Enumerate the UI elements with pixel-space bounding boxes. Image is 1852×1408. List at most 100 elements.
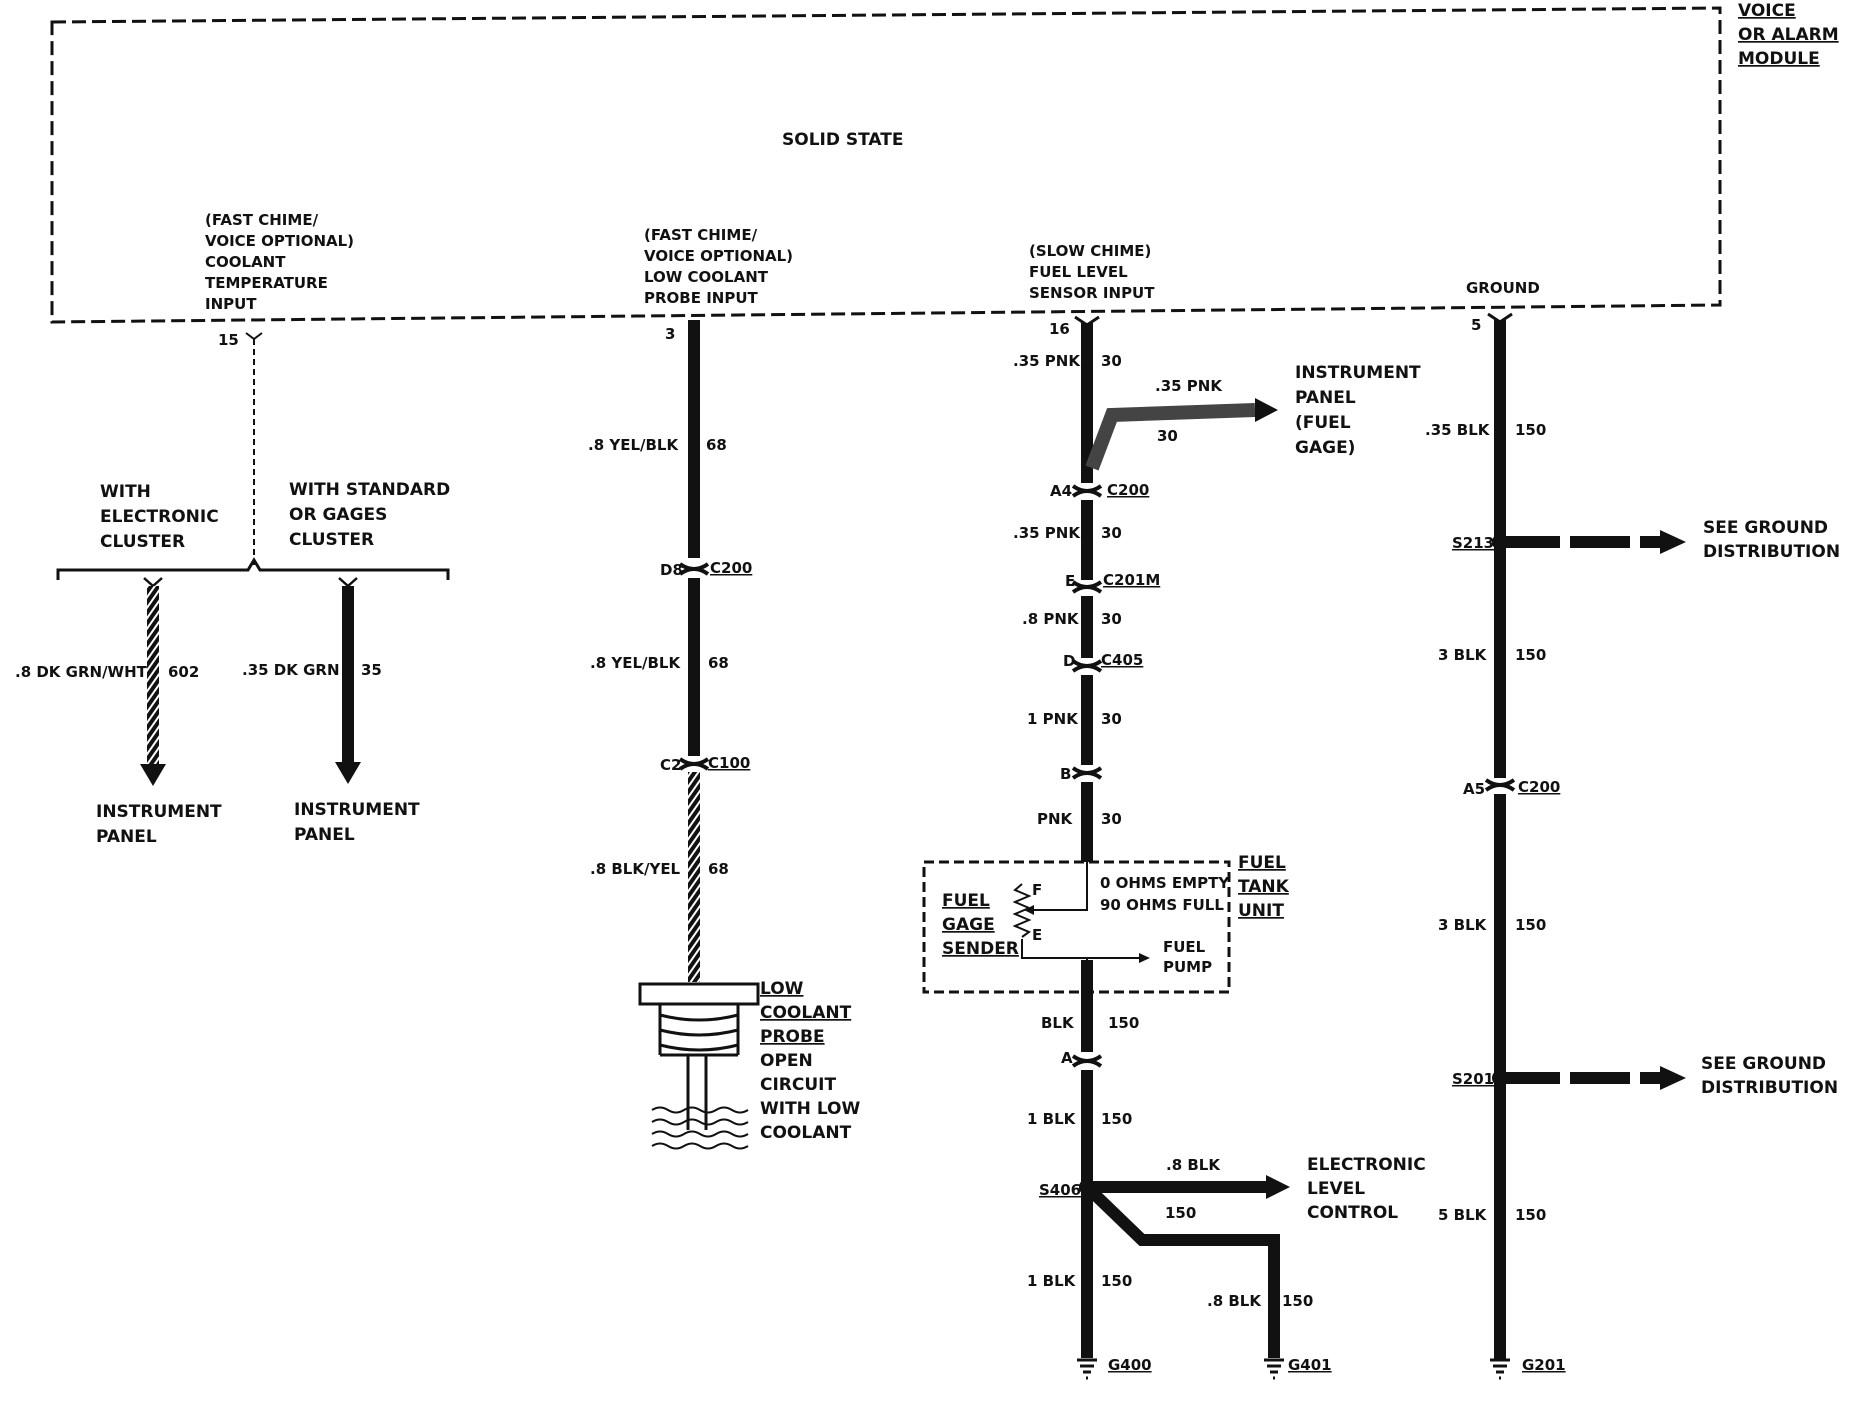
svg-text:SENDER: SENDER (942, 939, 1019, 959)
coolant-probe-label: LOW COOLANT PROBE (760, 979, 852, 1047)
ground-wire-3-label: 3 BLK (1438, 916, 1488, 934)
svg-text:MODULE: MODULE (1738, 49, 1820, 69)
ground-wire (1484, 312, 1516, 1359)
fuel-wire-5-circuit: 30 (1101, 810, 1122, 828)
svg-text:PROBE INPUT: PROBE INPUT (644, 289, 759, 307)
solid-state-label: SOLID STATE (782, 130, 903, 150)
dest-instrument-panel-1: INSTRUMENT PANEL (96, 802, 222, 847)
ground-connector-c200: C200 (1518, 778, 1560, 796)
fuel-connector-c200: C200 (1107, 481, 1149, 499)
coolant-wire-2-label: .8 YEL/BLK (590, 654, 681, 672)
fuel-wire-5-label: PNK (1037, 810, 1074, 828)
svg-text:UNIT: UNIT (1238, 901, 1284, 921)
svg-text:ELECTRONIC: ELECTRONIC (100, 507, 219, 527)
fuel-c405-pin-d: D (1063, 652, 1075, 670)
ground-wire-2-label: 3 BLK (1438, 646, 1488, 664)
fuel-wire-2-circuit: 30 (1101, 524, 1122, 542)
see-ground-distribution-1: SEE GROUND DISTRIBUTION (1703, 518, 1840, 562)
coolant-wire-3-label: .8 BLK/YEL (590, 860, 681, 878)
fuel-c200-pin-a4: A4 (1050, 482, 1072, 500)
coolant-wire-3-circuit: 68 (708, 860, 729, 878)
svg-text:FUEL: FUEL (942, 891, 990, 911)
ground-g401-label: G401 (1288, 1356, 1332, 1374)
pin-5: 5 (1471, 316, 1481, 334)
svg-text:VOICE OPTIONAL): VOICE OPTIONAL) (205, 232, 354, 250)
svg-text:INPUT: INPUT (205, 295, 257, 313)
svg-text:FUEL: FUEL (1163, 938, 1206, 956)
ground-g401-icon (1264, 1358, 1284, 1380)
fuel-tap-wire-circuit: 30 (1157, 427, 1178, 445)
svg-text:DISTRIBUTION: DISTRIBUTION (1701, 1078, 1838, 1098)
svg-text:LEVEL: LEVEL (1307, 1179, 1365, 1199)
elc-wire-label: .8 BLK (1166, 1156, 1221, 1174)
ground-wire-2-circuit: 150 (1515, 646, 1546, 664)
fuel-connector-c201m: C201M (1103, 571, 1160, 589)
pin-15: 15 (218, 331, 239, 349)
connector-c100: C100 (708, 754, 750, 772)
svg-text:SEE GROUND: SEE GROUND (1701, 1054, 1826, 1074)
fuel-wire-3-label: .8 PNK (1022, 610, 1080, 628)
fuel-tap-wire (1085, 398, 1278, 471)
svg-text:WITH LOW: WITH LOW (760, 1099, 860, 1119)
svg-text:(SLOW CHIME): (SLOW CHIME) (1029, 242, 1151, 260)
wire-602-label: .8 DK GRN/WHT (15, 663, 148, 681)
svg-text:90 OHMS FULL: 90 OHMS FULL (1100, 896, 1224, 914)
svg-text:FUEL: FUEL (1238, 853, 1286, 873)
branch-electronic-label: WITH ELECTRONIC CLUSTER (100, 482, 219, 552)
splice-s213-label: S213 (1452, 534, 1494, 552)
fuel-wire-6-circuit: 150 (1108, 1014, 1139, 1032)
pin-3: 3 (665, 325, 675, 343)
ground-g201-icon (1490, 1358, 1510, 1380)
fuel-wire-7-label: 1 BLK (1027, 1110, 1077, 1128)
electronic-level-control-label: ELECTRONIC LEVEL CONTROL (1307, 1155, 1426, 1223)
ground-wire-1-circuit: 150 (1515, 421, 1546, 439)
ground-wire-4-label: 5 BLK (1438, 1206, 1488, 1224)
svg-text:CIRCUIT: CIRCUIT (760, 1075, 836, 1095)
svg-text:PANEL: PANEL (1295, 388, 1356, 408)
svg-text:COOLANT: COOLANT (760, 1003, 852, 1023)
fuel-level-wire (1071, 315, 1103, 1358)
wire-602-circuit: 602 (168, 663, 199, 681)
wire-35 (335, 577, 361, 784)
svg-text:OR ALARM: OR ALARM (1738, 25, 1839, 45)
svg-text:SEE GROUND: SEE GROUND (1703, 518, 1828, 538)
fuel-wire-7-circuit: 150 (1101, 1110, 1132, 1128)
fuel-wire-4-circuit: 30 (1101, 710, 1122, 728)
svg-text:PANEL: PANEL (294, 825, 355, 845)
coolant-temp-input-label: (FAST CHIME/ VOICE OPTIONAL) COOLANT TEM… (205, 211, 354, 313)
ground-wire-4-circuit: 150 (1515, 1206, 1546, 1224)
fuel-connector-pin-b: B (1060, 765, 1071, 783)
svg-text:0 OHMS EMPTY: 0 OHMS EMPTY (1100, 874, 1230, 892)
svg-text:CONTROL: CONTROL (1307, 1203, 1398, 1223)
fuel-c201m-pin-e: E (1065, 572, 1075, 590)
svg-text:GAGE: GAGE (942, 915, 995, 935)
svg-text:TEMPERATURE: TEMPERATURE (205, 274, 328, 292)
fuel-wire-9-label: .8 BLK (1207, 1292, 1262, 1310)
svg-text:CLUSTER: CLUSTER (289, 530, 374, 550)
fuel-gage-sender-label: FUEL GAGE SENDER (942, 891, 1019, 959)
connector-c100-pin-c2: C2 (660, 756, 681, 774)
svg-text:CLUSTER: CLUSTER (100, 532, 185, 552)
svg-text:SENSOR INPUT: SENSOR INPUT (1029, 284, 1155, 302)
fuel-wire-1-circuit: 30 (1101, 352, 1122, 370)
fuel-wire-4-label: 1 PNK (1027, 710, 1079, 728)
connector-c200: C200 (710, 559, 752, 577)
svg-text:COOLANT: COOLANT (760, 1123, 852, 1143)
low-coolant-input-label: (FAST CHIME/ VOICE OPTIONAL) LOW COOLANT… (644, 226, 793, 307)
fuel-wire-2-label: .35 PNK (1013, 524, 1081, 542)
wire-602-striped (140, 577, 166, 786)
coolant-probe-note: OPEN CIRCUIT WITH LOW COOLANT (760, 1051, 860, 1143)
splice-s406 (1079, 1175, 1290, 1358)
fuel-wire-8-circuit: 150 (1101, 1272, 1132, 1290)
ground-wire-3-circuit: 150 (1515, 916, 1546, 934)
ground-g400-icon (1077, 1358, 1097, 1380)
wire-35-circuit: 35 (361, 661, 382, 679)
coolant-wire-1-circuit: 68 (706, 436, 727, 454)
svg-text:FUEL LEVEL: FUEL LEVEL (1029, 263, 1128, 281)
svg-text:DISTRIBUTION: DISTRIBUTION (1703, 542, 1840, 562)
svg-text:INSTRUMENT: INSTRUMENT (96, 802, 222, 822)
fuel-tank-unit-label: FUEL TANK UNIT (1238, 853, 1290, 921)
ground-g201-label: G201 (1522, 1356, 1566, 1374)
fuel-wire-6-label: BLK (1041, 1014, 1075, 1032)
